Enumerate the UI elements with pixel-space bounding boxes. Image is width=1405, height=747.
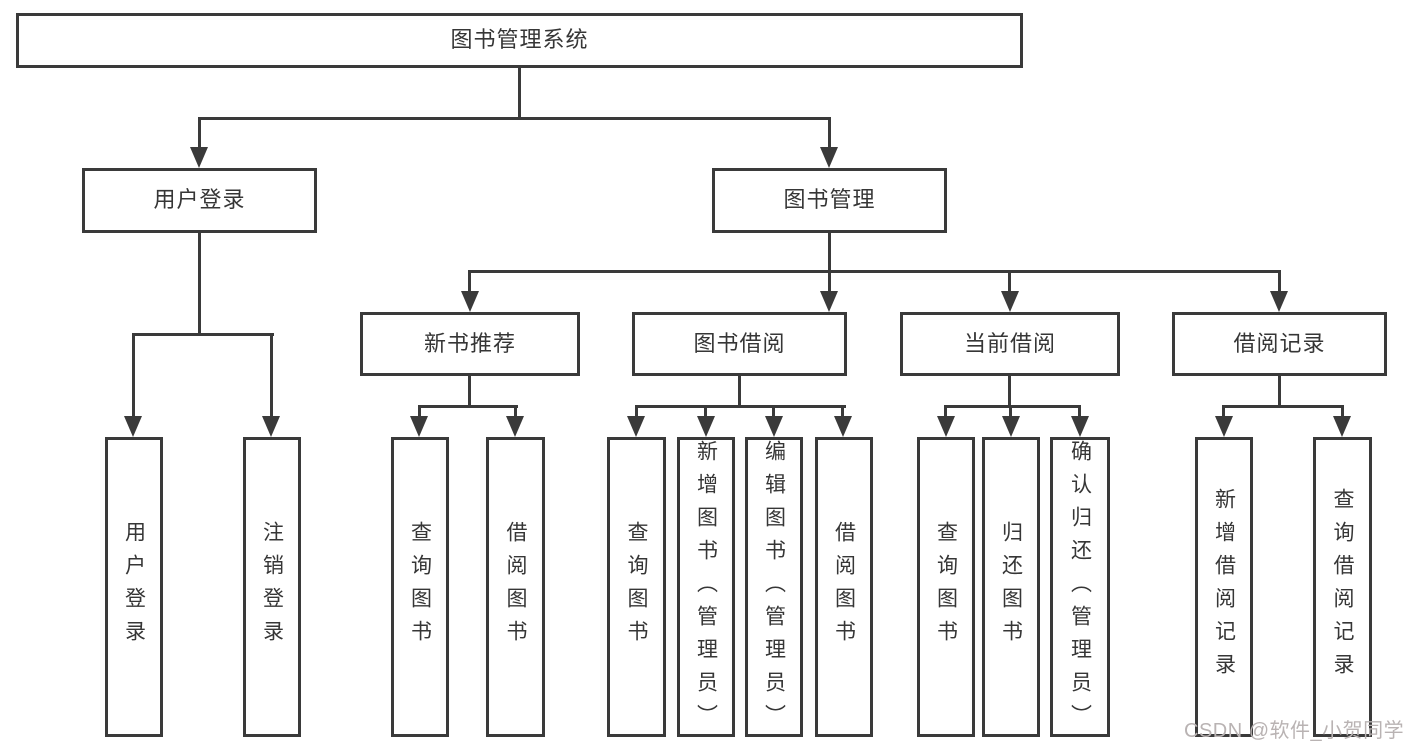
arrow-down-icon [410, 416, 428, 437]
connector-line [944, 405, 1081, 408]
leaf-query-books-borrowing: 查询图书 [607, 437, 666, 737]
leaf-return-books: 归还图书 [982, 437, 1040, 737]
connector-line [198, 117, 831, 120]
connector-line [704, 405, 707, 419]
arrow-down-icon [124, 416, 142, 437]
arrow-down-icon [627, 416, 645, 437]
connector-line [635, 405, 846, 408]
arrow-down-icon [1333, 416, 1351, 437]
connector-line [1341, 405, 1344, 419]
connector-line [1222, 405, 1344, 408]
connector-line [469, 270, 1281, 273]
connector-line [514, 405, 517, 419]
connector-line [738, 376, 741, 408]
connector-line [132, 333, 274, 336]
connector-line [270, 333, 273, 418]
arrow-down-icon [190, 147, 208, 168]
leaf-borrow-books-recommend: 借阅图书 [486, 437, 545, 737]
connector-line [635, 405, 638, 419]
connector-line [1278, 376, 1281, 408]
arrow-down-icon [820, 291, 838, 312]
connector-line [1008, 376, 1011, 408]
leaf-borrow-books: 借阅图书 [815, 437, 873, 737]
leaf-logout-login: 注销登录 [243, 437, 301, 737]
arrow-down-icon [506, 416, 524, 437]
arrow-down-icon [1270, 291, 1288, 312]
connector-line [418, 405, 518, 408]
leaf-add-borrow-record: 新增借阅记录 [1195, 437, 1253, 737]
arrow-down-icon [1215, 416, 1233, 437]
arrow-down-icon [820, 147, 838, 168]
arrow-down-icon [461, 291, 479, 312]
leaf-add-books-admin: 新增图书（管理员） [677, 437, 735, 737]
connector-line [1222, 405, 1225, 419]
leaf-query-books-current: 查询图书 [917, 437, 975, 737]
connector-line [468, 376, 471, 408]
leaf-query-books-recommend: 查询图书 [391, 437, 449, 737]
leaf-user-login: 用户登录 [105, 437, 163, 737]
connector-line [828, 233, 831, 273]
connector-line [841, 405, 844, 419]
connector-line [828, 270, 831, 294]
connector-line [772, 405, 775, 419]
node-user-login: 用户登录 [82, 168, 317, 233]
connector-line [1009, 405, 1012, 419]
arrow-down-icon [937, 416, 955, 437]
arrow-down-icon [1071, 416, 1089, 437]
connector-line [828, 117, 831, 149]
node-book-borrowing: 图书借阅 [632, 312, 847, 376]
arrow-down-icon [262, 416, 280, 437]
arrow-down-icon [1001, 291, 1019, 312]
connector-line [468, 270, 471, 294]
connector-line [198, 117, 201, 149]
csdn-watermark: CSDN @软件_小贺同学 [1184, 720, 1405, 742]
connector-line [1008, 270, 1011, 294]
connector-line [1278, 270, 1281, 294]
node-current-borrowing: 当前借阅 [900, 312, 1120, 376]
connector-line [518, 68, 521, 120]
node-book-management: 图书管理 [712, 168, 947, 233]
leaf-query-borrow-record: 查询借阅记录 [1313, 437, 1372, 737]
node-borrowing-records: 借阅记录 [1172, 312, 1387, 376]
connector-line [418, 405, 421, 419]
arrow-down-icon [697, 416, 715, 437]
connector-line [132, 333, 135, 418]
leaf-confirm-return-admin: 确认归还（管理员） [1050, 437, 1110, 737]
leaf-edit-books-admin: 编辑图书（管理员） [745, 437, 803, 737]
connector-line [198, 233, 201, 336]
arrow-down-icon [1002, 416, 1020, 437]
arrow-down-icon [834, 416, 852, 437]
connector-line [944, 405, 947, 419]
node-new-book-recommend: 新书推荐 [360, 312, 580, 376]
connector-line [1078, 405, 1081, 419]
node-library-management-system: 图书管理系统 [16, 13, 1023, 68]
arrow-down-icon [765, 416, 783, 437]
